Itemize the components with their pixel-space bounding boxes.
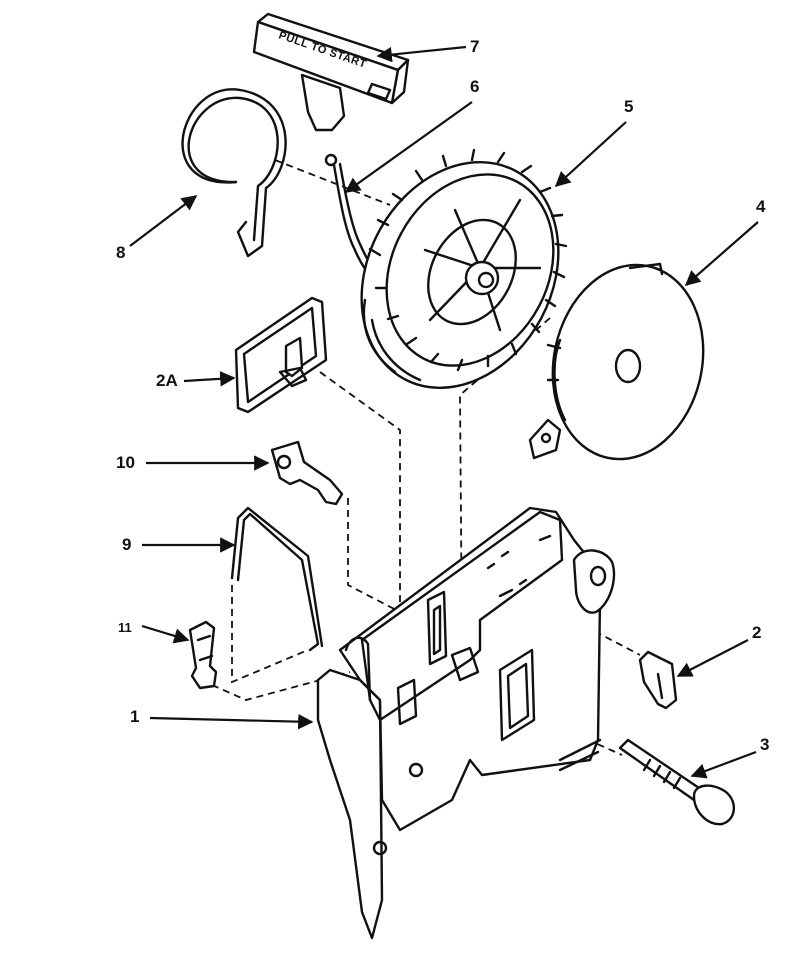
part-9-wire-spring: [230, 506, 324, 652]
callout-11-label: 11: [118, 620, 132, 635]
callout-6-label: 6: [470, 77, 479, 96]
callout-8-label: 8: [116, 243, 125, 262]
callout-1-label: 1: [130, 707, 139, 726]
part-7-starter-handle: PULL TO START: [252, 12, 410, 132]
callout-4: 4: [684, 197, 766, 287]
callout-9-label: 9: [122, 535, 131, 554]
callout-5: 5: [554, 97, 633, 188]
part-2-latch: [638, 650, 678, 710]
callout-2: 2: [676, 623, 761, 677]
callout-10-label: 10: [116, 453, 135, 472]
callout-2-label: 2: [752, 623, 761, 642]
callout-9: 9: [122, 535, 236, 554]
callout-3: 3: [690, 735, 769, 779]
callout-2a: 2A: [156, 371, 236, 390]
part-11-clip: [188, 620, 218, 690]
callout-7-label: 7: [470, 37, 479, 56]
part-3-pivot-pin: [618, 738, 735, 826]
callout-8: 8: [116, 195, 198, 262]
part-1-bracket-housing: [316, 506, 616, 940]
part-2a-spring-plate: [234, 296, 328, 414]
callout-2a-label: 2A: [156, 371, 178, 390]
callout-3-label: 3: [760, 735, 769, 754]
callout-11: 11: [118, 620, 190, 644]
callout-7: 7: [376, 37, 479, 63]
callout-4-label: 4: [756, 197, 766, 216]
callout-1: 1: [130, 707, 314, 730]
part-10-pawl: [270, 440, 344, 506]
callout-6: 6: [344, 77, 479, 193]
callout-10: 10: [116, 453, 270, 472]
callout-5-label: 5: [624, 97, 633, 116]
part-5-pulley-gear: [360, 148, 568, 389]
part-8-wire-guide: [181, 88, 287, 258]
part-4-cover-disc: [528, 262, 705, 461]
